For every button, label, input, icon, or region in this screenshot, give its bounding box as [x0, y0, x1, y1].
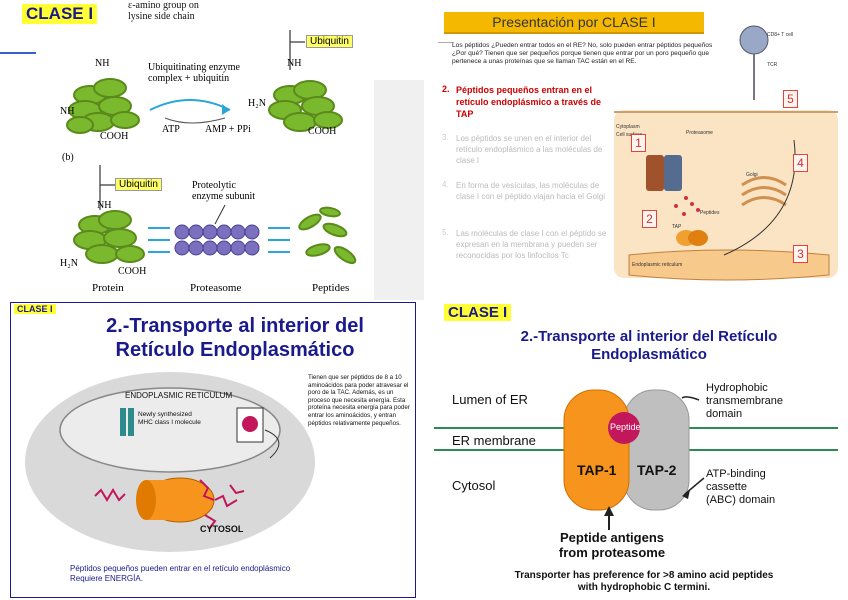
- step-box-1: 1: [631, 134, 646, 152]
- step-box-3: 3: [793, 245, 808, 263]
- atp-binding-label: ATP-binding cassette (ABC) domain: [706, 468, 776, 506]
- er-label: ENDOPLASMIC RETICULUM: [125, 391, 233, 400]
- tap2-label: TAP-2: [637, 462, 677, 478]
- step5-num: 5.: [442, 228, 449, 237]
- step3-text: Los péptidos se unen en el interior del …: [456, 134, 603, 165]
- step5-text: Las moléculas de clase I con el péptido …: [456, 229, 607, 260]
- accent-line: [0, 52, 36, 54]
- peptides-caption: Peptides: [312, 282, 350, 294]
- cooh-1: COOH: [100, 131, 129, 142]
- side-note: Tienen que ser péptidos de 8 a 10 aminoá…: [308, 374, 410, 427]
- er-membrane-label: ER membrane: [452, 433, 536, 448]
- nh-right: NH: [287, 58, 302, 69]
- b-label: (b): [62, 152, 74, 163]
- step-box-5: 5: [783, 90, 798, 108]
- slide-title: 2.-Transporte al interior del Retículo E…: [106, 315, 364, 361]
- golgi-label: Golgi: [746, 172, 758, 178]
- cytoplasm-label: Cytoplasm: [616, 124, 640, 130]
- step4-num: 4.: [442, 180, 449, 189]
- t-cell-label: CD8+ T cell: [767, 32, 794, 38]
- cooh-b: COOH: [118, 266, 147, 277]
- step2-text: Péptidos pequeños entran en el retículo …: [456, 85, 602, 119]
- clase-tag: CLASE I: [14, 304, 56, 314]
- step-box-4: 4: [793, 154, 808, 172]
- h2n-b: H₂N: [60, 258, 78, 269]
- panel-tap-structure: CLASE I 2.-Transporte al interior del Re…: [424, 300, 848, 600]
- er-label: Endoplasmic reticulum: [632, 262, 683, 268]
- tap-label: TAP: [672, 224, 682, 230]
- bullet-line: [438, 42, 454, 43]
- h2n-right: H₂N: [248, 98, 266, 109]
- proteasome-caption: Proteasome: [190, 282, 242, 294]
- mhc-label: Newly synthesized MHC class I molecule: [138, 411, 201, 426]
- peptide-label: Peptide: [610, 422, 641, 432]
- hydrophobic-label: Hydrophobic transmembrane domain: [706, 382, 784, 420]
- ubiquitin-tag-1: Ubiquitin: [306, 35, 353, 48]
- proteasome-shape: [174, 224, 260, 256]
- cytosol-label: CYTOSOL: [200, 524, 244, 534]
- step3-num: 3.: [442, 133, 449, 142]
- side-shade: [374, 80, 424, 300]
- clase-tag: CLASE I: [22, 4, 98, 24]
- panel-title: Presentación por CLASE I: [492, 14, 656, 30]
- lumen-label: Lumen of ER: [452, 392, 528, 407]
- cell-surface-label: Cell surface: [616, 132, 643, 138]
- er-diagram: [25, 372, 315, 552]
- protein-caption: Protein: [92, 282, 124, 294]
- clase-tag: CLASE I: [444, 304, 512, 321]
- proteasome-label: Proteasome: [686, 130, 713, 136]
- epsilon-label: ε-amino group on lysine side chain: [128, 0, 199, 22]
- cytosol-label: Cytosol: [452, 478, 496, 493]
- ubiquitin-diagram: [66, 30, 357, 265]
- panel-transport-er: CLASE I 2.-Transporte al interior del Re…: [0, 300, 424, 600]
- proteasome-barrel: [646, 155, 682, 191]
- antigens-label: Peptide antigens from proteasome: [558, 530, 666, 560]
- protein-coil-b: [73, 210, 145, 264]
- tcr-label: TCR: [767, 62, 778, 68]
- title-bar: [444, 12, 704, 34]
- cell-diagram-art: [614, 25, 838, 281]
- slide-title: 2.-Transporte al interior del Retículo E…: [520, 328, 778, 363]
- tap-diagram: [434, 389, 838, 530]
- footer-note: Transporter has preference for >8 amino …: [514, 570, 774, 593]
- panel-ubiquitination: CLASE I: [0, 0, 424, 300]
- nh-b: NH: [97, 200, 112, 211]
- step2-num: 2.: [442, 84, 450, 94]
- panel-frame: [10, 302, 416, 598]
- protein-coil-a2: [268, 80, 343, 132]
- nh2-left: NH: [60, 106, 75, 117]
- intro-text: Los péptidos ¿Pueden entrar todos en el …: [452, 42, 713, 65]
- step-box-2: 2: [642, 210, 657, 228]
- nh2-top: NH: [95, 58, 110, 69]
- step4-text: En forma de vesículas, las moléculas de …: [456, 181, 605, 201]
- footer-note: Péptidos pequeños pueden entrar en el re…: [70, 564, 291, 583]
- panel-presentation: Presentación por CLASE I Los péptidos ¿P…: [424, 0, 848, 300]
- enzyme-label: Ubiquitinating enzyme complex + ubiquiti…: [148, 62, 240, 84]
- cooh-2: COOH: [308, 126, 337, 137]
- tap1-label: TAP-1: [577, 462, 617, 478]
- ubiquitin-tag-2: Ubiquitin: [115, 178, 162, 191]
- protein-coil-a: [66, 78, 140, 134]
- peptides-label: Peptides: [700, 210, 720, 216]
- amp-label: AMP + PPi: [205, 124, 251, 135]
- atp-label: ATP: [162, 124, 180, 135]
- peptide-fragments: [298, 206, 357, 265]
- proteolytic-label: Proteolytic enzyme subunit: [192, 180, 256, 202]
